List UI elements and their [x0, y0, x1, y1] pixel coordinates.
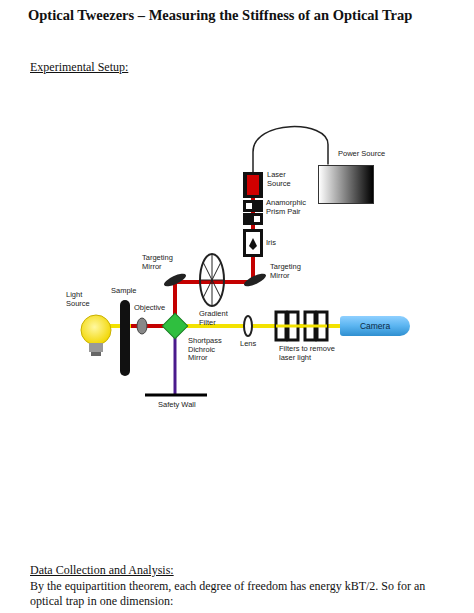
- part-label: Targeting Mirror: [270, 263, 306, 280]
- safety-wall: [145, 394, 207, 397]
- part-label: Sample: [111, 287, 136, 296]
- prism-pair: [243, 200, 263, 225]
- camera: Camera: [340, 316, 410, 336]
- part-label: Iris: [266, 239, 276, 248]
- laser-body: [247, 175, 259, 195]
- section-heading: Data Collection and Analysis:: [30, 563, 174, 578]
- laser-source: Laser Source: [243, 172, 263, 198]
- part-label: Shortpass Dichroic Mirror: [188, 337, 228, 363]
- part-label: Laser Source: [267, 171, 297, 188]
- part-label: Gradient Filter: [199, 310, 233, 327]
- part-label: Filters to remove laser light: [279, 345, 335, 362]
- part-label: Objective: [134, 304, 165, 313]
- power-cable: [253, 127, 328, 172]
- lens: [244, 316, 252, 336]
- light-bulb: [81, 315, 111, 356]
- power-source: Power Source: [318, 150, 378, 204]
- transmitted-beam: [174, 330, 177, 394]
- node-text: Camera: [360, 322, 390, 331]
- body-paragraph: By the equipartition theorem, each degre…: [30, 579, 450, 609]
- part-label: Anamorphic Prism Pair: [266, 199, 310, 216]
- part-label: Targeting Mirror: [142, 254, 178, 271]
- objective-lens: [137, 318, 147, 334]
- gradient-filter: [200, 254, 224, 306]
- part-label: Power Source: [318, 150, 378, 159]
- targeting-mirror: [162, 271, 187, 288]
- part-label: Lens: [240, 340, 256, 349]
- part-label: Light Source: [66, 291, 96, 308]
- laser-beam: [131, 196, 253, 326]
- page-title: Optical Tweezers – Measuring the Stiffne…: [28, 8, 412, 23]
- filters: [276, 312, 327, 340]
- section-heading: Experimental Setup:: [30, 60, 128, 75]
- dichroic-mirror: [162, 313, 187, 338]
- targeting-mirror: [242, 271, 267, 288]
- part-label: Safety Wall: [158, 401, 196, 410]
- sample-slide: [120, 300, 130, 376]
- power-box: [318, 165, 374, 204]
- iris: [243, 229, 263, 257]
